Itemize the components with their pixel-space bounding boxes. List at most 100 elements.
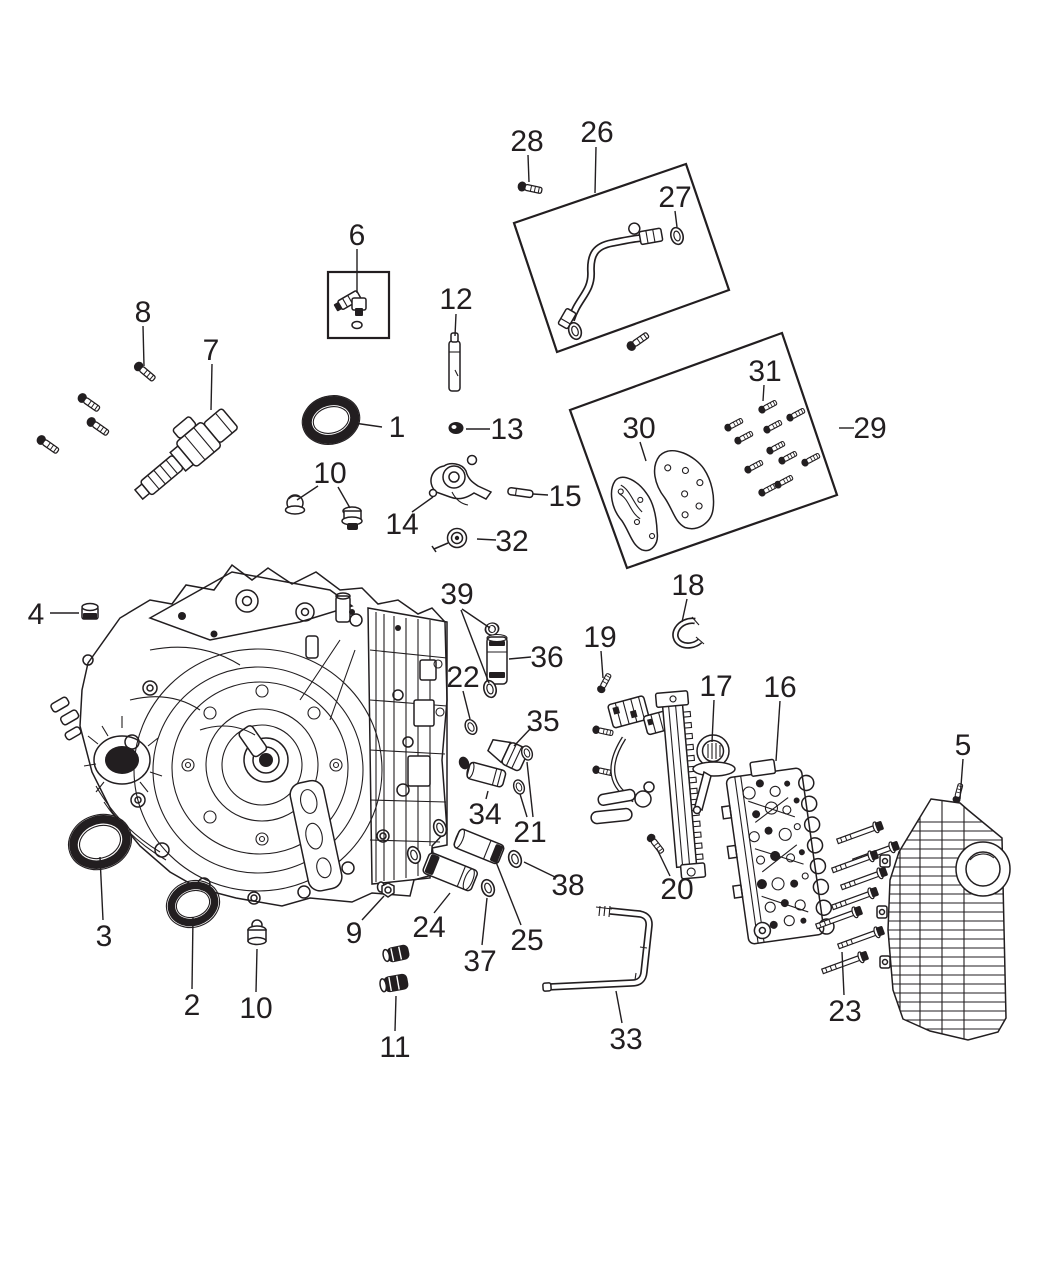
leader-line-33	[615, 990, 623, 1024]
callout-23-label: 23	[828, 995, 861, 1028]
part-24-tube	[422, 852, 478, 892]
part-38-oring	[505, 848, 525, 870]
callout-7-label: 7	[203, 334, 220, 367]
callout-1-label: 1	[389, 411, 406, 444]
leader-line-14	[411, 496, 434, 513]
part-22-oring	[462, 717, 480, 737]
leader-line-19	[600, 650, 604, 679]
callout-13-label: 13	[490, 413, 523, 446]
callout-32-label: 32	[495, 525, 528, 558]
part-25-tube	[453, 828, 505, 865]
callout-16-label: 16	[763, 671, 796, 704]
part-12-pin	[448, 332, 461, 392]
callout-4-label: 4	[28, 598, 45, 631]
part-10-plugs	[284, 494, 363, 530]
leader-line-16	[775, 700, 781, 762]
part-21-oring-b	[511, 777, 527, 797]
box-29-gasket-kit-inset	[568, 331, 839, 570]
transmission-case	[50, 563, 448, 907]
part-2-seal	[165, 879, 221, 929]
part-32-spring	[431, 527, 468, 553]
part-20-bolt	[644, 831, 667, 856]
callout-6-label: 6	[349, 219, 366, 252]
part-17-leadframe	[654, 690, 736, 880]
callout-layer: 1234567891010111213141516171819202122232…	[28, 116, 972, 1064]
leader-line-31	[762, 384, 765, 402]
leader-line-3	[99, 856, 104, 921]
part-13-grommet	[448, 422, 464, 434]
callout-29-label: 29	[853, 412, 886, 445]
part-10-plug-bottom	[247, 919, 267, 946]
leader-line-21	[526, 761, 534, 818]
callout-22-label: 22	[446, 661, 479, 694]
leader-line-21	[519, 793, 528, 818]
part-16-valve-body	[720, 758, 835, 945]
leader-line-20	[656, 848, 671, 877]
leader-line-8	[142, 325, 145, 367]
part-27-oring	[668, 225, 686, 247]
part-15-pin	[507, 486, 534, 499]
callout-10-label: 10	[313, 457, 346, 490]
callout-5-label: 5	[955, 729, 972, 762]
callout-12-label: 12	[439, 283, 472, 316]
callout-11-label: 11	[379, 1031, 410, 1064]
leader-line-12	[454, 313, 457, 337]
leader-line-26	[594, 146, 597, 194]
callout-33-label: 33	[609, 1023, 642, 1056]
part-18-clip	[672, 616, 705, 649]
callout-37-label: 37	[463, 945, 496, 978]
callout-26-label: 26	[580, 116, 613, 149]
callout-10-label: 10	[239, 992, 272, 1025]
callout-25-label: 25	[510, 924, 543, 957]
leader-line-10	[296, 485, 319, 501]
leader-line-11	[394, 995, 397, 1032]
part-4-plug	[81, 602, 99, 620]
callout-30-label: 30	[622, 412, 655, 445]
part-9-nut	[376, 881, 395, 898]
box-6-sensor-inset	[326, 270, 391, 340]
small-grommet	[458, 756, 470, 770]
part-35-fitting	[487, 738, 529, 772]
part-3-seal	[67, 813, 133, 871]
leader-line-10	[337, 486, 351, 509]
box-26-hose-inset	[512, 162, 731, 354]
leader-line-15	[532, 493, 549, 496]
part-34-tube	[466, 761, 507, 788]
leader-line-30	[639, 441, 647, 462]
mounting-bolts	[34, 359, 158, 457]
part-19-bolt	[595, 671, 614, 696]
callout-9-label: 9	[346, 917, 363, 950]
callout-36-label: 36	[530, 641, 563, 674]
leader-line-17	[711, 699, 715, 743]
leader-line-28	[527, 154, 530, 183]
part-36-accumulator	[486, 633, 508, 685]
part-37-oring	[478, 877, 498, 899]
callout-28-label: 28	[510, 125, 543, 158]
leader-line-39	[460, 609, 490, 684]
leader-line-36	[508, 656, 532, 660]
part-11-solenoid-plugs	[379, 944, 410, 993]
callout-21-label: 21	[513, 816, 546, 849]
callout-20-label: 20	[660, 873, 693, 906]
part-5-cover	[876, 782, 1011, 1041]
callout-19-label: 19	[583, 621, 616, 654]
leader-line-9	[361, 895, 385, 921]
leader-line-27	[674, 210, 678, 228]
callout-15-label: 15	[548, 480, 581, 513]
callout-24-label: 24	[412, 911, 445, 944]
callout-31-label: 31	[748, 355, 781, 388]
leader-line-35	[513, 727, 532, 747]
oring	[404, 844, 424, 866]
leader-line-32	[476, 538, 497, 541]
leader-line-38	[523, 861, 556, 878]
solenoid-harness	[590, 695, 675, 825]
part-14-lever	[428, 454, 493, 506]
leader-line-25	[495, 861, 522, 926]
leader-line-23	[841, 951, 845, 996]
callout-14-label: 14	[385, 508, 418, 541]
callout-18-label: 18	[671, 569, 704, 602]
callout-17-label: 17	[699, 670, 732, 703]
callout-8-label: 8	[135, 296, 152, 329]
leader-line-1	[353, 422, 383, 428]
